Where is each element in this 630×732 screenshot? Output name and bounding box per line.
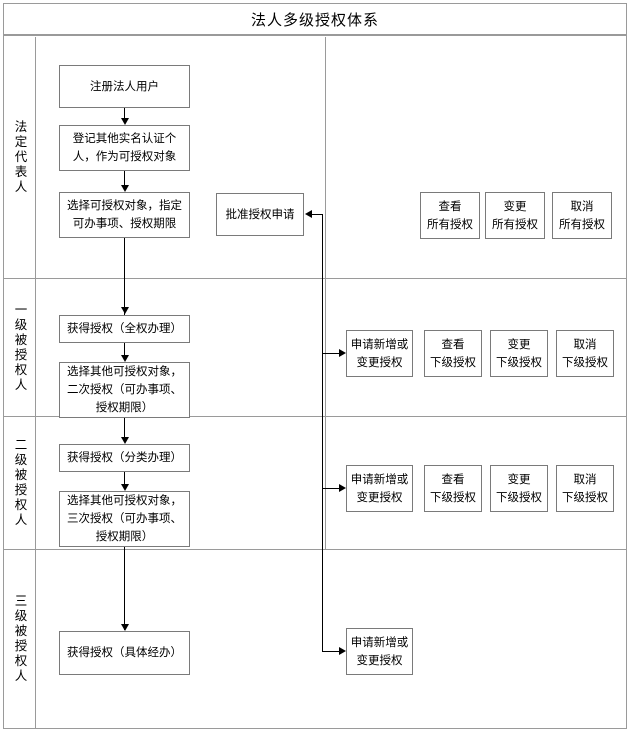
arrow-down-icon [121,437,129,444]
node-apply-add-or-change-authorization-level3[interactable]: 申请新增或变更授权 [346,628,413,675]
sidebar-label-text: 三级被授权人 [12,594,28,684]
row-divider-3 [3,549,627,550]
connector-line [124,108,125,118]
node-granted-specific-handling[interactable]: 获得授权（具体经办） [59,631,190,675]
sidebar-item-level-1-grantee: 一级被授权人 [4,279,35,416]
sidebar-label-text: 二级被授权人 [12,438,28,528]
node-cancel-sub-authorizations-level1[interactable]: 取消下级授权 [556,330,614,377]
node-third-level-delegation[interactable]: 选择其他可授权对象，三次授权（可办事项、授权期限） [59,491,190,547]
connector-line [322,651,340,652]
diagram-title-bar: 法人多级授权体系 [3,3,627,36]
row-divider-2 [3,416,627,417]
arrow-down-icon [121,355,129,362]
node-change-all-authorizations[interactable]: 变更所有授权 [485,192,545,239]
row-divider-1 [3,278,627,279]
arrow-down-icon [121,624,129,631]
node-approve-authorization-request[interactable]: 批准授权申请 [216,193,304,236]
arrow-down-icon [121,185,129,192]
node-select-grantee-scope[interactable]: 选择可授权对象，指定可办事项、授权期限 [59,192,190,238]
sidebar-item-legal-representative: 法定代表人 [4,37,35,278]
arrow-right-icon [339,647,346,655]
content-column-divider [325,37,326,549]
arrow-right-icon [339,349,346,357]
node-change-sub-authorizations-level2[interactable]: 变更下级授权 [490,465,548,512]
node-register-legal-user[interactable]: 注册法人用户 [59,65,190,108]
sidebar-item-level-3-grantee: 三级被授权人 [4,550,35,728]
connector-line [124,547,125,630]
connector-trunk-line [322,214,323,651]
sidebar-label-text: 法定代表人 [12,120,28,195]
node-second-level-delegation[interactable]: 选择其他可授权对象，二次授权（可办事项、授权期限） [59,362,190,418]
page-title: 法人多级授权体系 [250,10,379,29]
node-apply-add-or-change-authorization-level2[interactable]: 申请新增或变更授权 [346,465,413,512]
connector-line [322,353,340,354]
connector-line [124,238,125,322]
arrow-down-icon [121,484,129,491]
sidebar-item-level-2-grantee: 二级被授权人 [4,417,35,549]
connector-line [124,418,125,442]
connector-line [124,171,125,185]
node-view-all-authorizations[interactable]: 查看所有授权 [420,192,480,239]
node-apply-add-or-change-authorization-level1[interactable]: 申请新增或变更授权 [346,330,413,377]
connector-line [124,472,125,485]
node-view-sub-authorizations-level1[interactable]: 查看下级授权 [424,330,482,377]
node-change-sub-authorizations-level1[interactable]: 变更下级授权 [490,330,548,377]
sidebar-label-text: 一级被授权人 [12,302,28,393]
connector-line [124,343,125,355]
arrow-down-icon [121,118,129,125]
sidebar-column-divider [35,37,36,728]
node-view-sub-authorizations-level2[interactable]: 查看下级授权 [424,465,482,512]
arrow-right-icon [339,484,346,492]
arrow-down-icon [121,307,129,314]
arrow-left-icon [305,210,312,218]
node-register-verified-persons[interactable]: 登记其他实名认证个人，作为可授权对象 [59,125,190,171]
connector-line [312,214,323,215]
node-cancel-all-authorizations[interactable]: 取消所有授权 [552,192,612,239]
connector-line [322,488,340,489]
node-granted-full-authority[interactable]: 获得授权（全权办理） [59,315,190,343]
node-granted-categorized-authority[interactable]: 获得授权（分类办理） [59,444,190,472]
node-cancel-sub-authorizations-level2[interactable]: 取消下级授权 [556,465,614,512]
